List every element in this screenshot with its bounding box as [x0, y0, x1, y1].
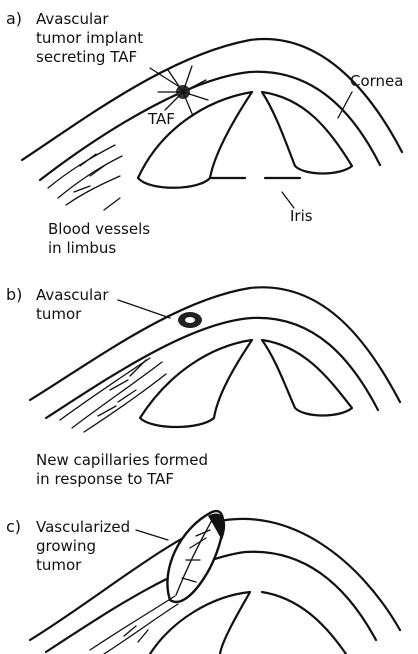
- panel-b-label-line2: tumor: [36, 305, 82, 323]
- panel-a-taf-rays: [158, 66, 208, 116]
- panel-a-vessels-leader: [104, 198, 120, 210]
- panel-a-label-line1: Avascular: [36, 10, 109, 28]
- panel-a-cornea-inner: [40, 72, 380, 180]
- panel-c-label-line2: growing: [36, 537, 96, 555]
- panel-a-iris-leader: [282, 192, 294, 208]
- panel-c-label-leader: [136, 530, 168, 540]
- panel-b-label-leader: [118, 300, 170, 318]
- panel-a-limbus-vessels: [48, 145, 122, 205]
- panel-a: a) Avascular tumor implant secreting TAF…: [6, 9, 403, 257]
- panel-a-label-line3: secreting TAF: [36, 48, 137, 66]
- panel-a-cornea-leader: [338, 92, 352, 118]
- panel-a-iris-label: Iris: [290, 207, 313, 225]
- panel-a-vessels-line2: in limbus: [48, 239, 116, 257]
- panel-a-letter: a): [6, 9, 22, 28]
- panel-b-label-line1: Avascular: [36, 286, 109, 304]
- panel-c-iris-right: [262, 592, 346, 654]
- panel-b-iris-right: [262, 340, 352, 416]
- panel-b: b) Avascular tumor New capillaries forme…: [6, 285, 400, 488]
- panel-b-note-line2: in response to TAF: [36, 470, 174, 488]
- panel-a-taf-label: TAF: [147, 110, 175, 128]
- panel-c-label-line1: Vascularized: [36, 518, 130, 536]
- panel-a-iris-left: [138, 92, 252, 188]
- panel-a-vessels-line1: Blood vessels: [48, 220, 150, 238]
- panel-c-feeding-vessels: [90, 596, 178, 654]
- panel-c: c) Vascularized growing tumor: [6, 511, 400, 654]
- panel-c-letter: c): [6, 517, 21, 536]
- panel-b-tumor-core: [185, 317, 195, 323]
- panel-a-label-line2: tumor implant: [36, 29, 143, 47]
- panel-b-letter: b): [6, 285, 22, 304]
- panel-b-cornea-outer: [30, 287, 400, 402]
- panel-b-cornea-inner: [46, 318, 378, 418]
- panel-b-note-line1: New capillaries formed: [36, 451, 208, 469]
- panel-b-new-capillaries: [60, 358, 166, 432]
- panel-c-label-line3: tumor: [36, 556, 82, 574]
- panel-c-iris-left: [150, 592, 250, 654]
- panel-a-cornea-label: Cornea: [350, 72, 403, 90]
- panel-b-iris-left: [140, 340, 252, 427]
